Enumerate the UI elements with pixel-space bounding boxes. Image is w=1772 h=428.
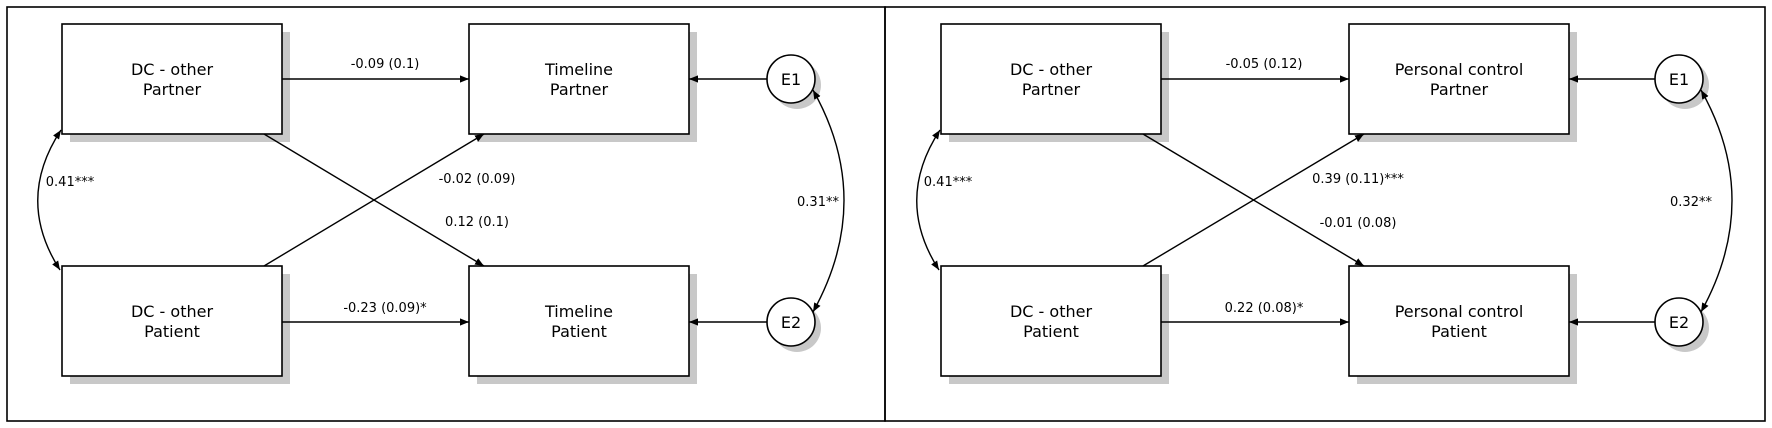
coef-patient-to-patient: -0.23 (0.09)* [343,301,427,316]
panel-frame [884,6,1766,422]
covariance-predictors [37,129,62,271]
node-label-line1: DC - other [131,302,213,321]
node-dc-other-patient: DC - other Patient [940,265,1169,384]
coef-error-covariance: 0.32** [1670,195,1712,210]
coef-partner-to-partner: -0.05 (0.12) [1226,57,1303,72]
node-label-line2: Partner [550,80,609,99]
node-outcome-partner: Personal control Partner [1348,23,1577,142]
error-label: E1 [781,70,801,89]
node-dc-other-partner: DC - other Partner [940,23,1169,142]
node-label-line2: Patient [551,322,607,341]
node-label-line1: DC - other [1010,302,1092,321]
node-label-line1: Personal control [1395,302,1524,321]
error-term-e1: E1 [1654,54,1709,109]
node-outcome-patient: Personal control Patient [1348,265,1577,384]
panel-timeline: DC - other Partner DC - other Patient Ti… [6,6,886,422]
coef-error-covariance: 0.31** [797,195,839,210]
node-label-line1: Personal control [1395,60,1524,79]
node-label-line1: Timeline [544,60,613,79]
error-term-e2: E2 [1654,297,1709,352]
coef-patient-to-patient: 0.22 (0.08)* [1225,301,1304,316]
error-term-e2: E2 [766,297,821,352]
node-label-line2: Partner [1430,80,1489,99]
error-term-e1: E1 [766,54,821,109]
path-patient-to-partner [1142,133,1365,267]
node-dc-other-patient: DC - other Patient [61,265,290,384]
coef-predictor-covariance: 0.41*** [924,175,973,190]
node-label-line2: Patient [144,322,200,341]
node-label-line1: DC - other [1010,60,1092,79]
coef-partner-to-patient: 0.12 (0.1) [445,215,509,230]
node-label-line2: Partner [1022,80,1081,99]
path-patient-to-partner [263,133,485,267]
node-outcome-patient: Timeline Patient [468,265,697,384]
error-label: E2 [1669,313,1689,332]
covariance-predictors [916,129,941,271]
error-label: E2 [781,313,801,332]
coef-patient-to-partner: 0.39 (0.11)*** [1312,172,1404,187]
node-label-line1: DC - other [131,60,213,79]
coef-predictor-covariance: 0.41*** [46,175,95,190]
panel-personal-control: DC - other Partner DC - other Patient Pe… [884,6,1766,422]
node-label-line2: Partner [143,80,202,99]
covariance-errors [812,89,845,313]
node-label-line2: Patient [1431,322,1487,341]
node-outcome-partner: Timeline Partner [468,23,697,142]
covariance-errors [1700,89,1733,313]
node-dc-other-partner: DC - other Partner [61,23,290,142]
coef-partner-to-partner: -0.09 (0.1) [351,57,420,72]
error-label: E1 [1669,70,1689,89]
coef-patient-to-partner: -0.02 (0.09) [439,172,516,187]
coef-partner-to-patient: -0.01 (0.08) [1320,216,1397,231]
node-label-line2: Patient [1023,322,1079,341]
node-label-line1: Timeline [544,302,613,321]
